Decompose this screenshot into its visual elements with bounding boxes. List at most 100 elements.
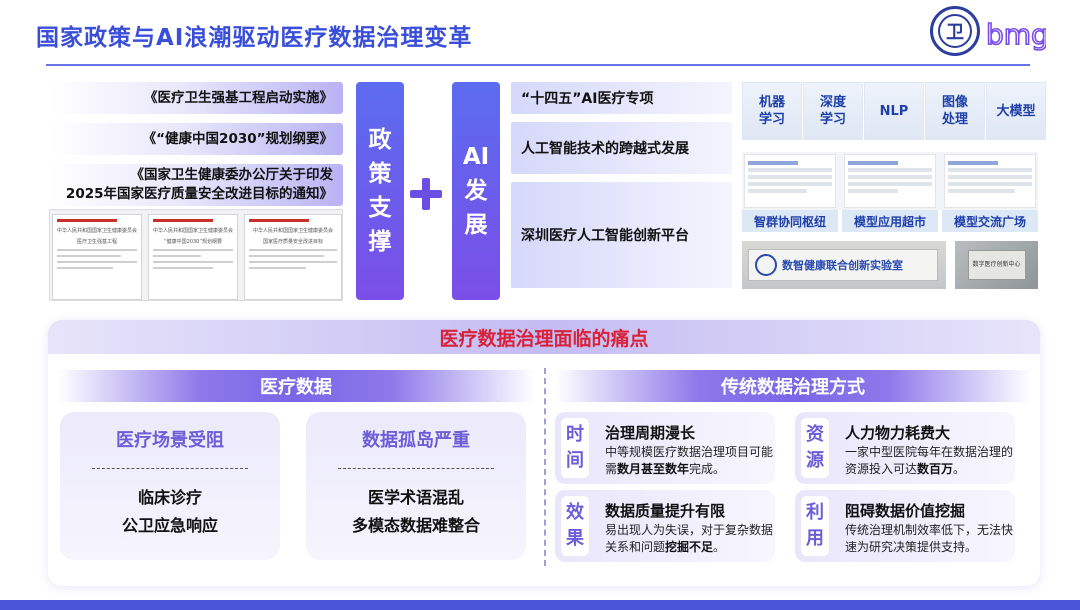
- traditional-item-title: 数据质量提升有限: [605, 502, 726, 520]
- policy-support-bar: 政 策 支 撑: [356, 82, 404, 300]
- medical-data-heading: 医疗数据: [58, 370, 534, 402]
- seal-inner-mark: 卫: [938, 14, 972, 48]
- pain-card-data-silos: 数据孤岛严重 医学术语混乱 多模态数据难整合: [306, 412, 526, 560]
- desc-text: 传统治理机制效率低下，无法快速为研究决策提供支持。: [845, 523, 1014, 554]
- traditional-item-effect: 效 果 数据质量提升有限 易出现人为失误，对于复杂数据关系和问题挖掘不足。: [555, 490, 775, 562]
- traditional-item-label: 资 源: [801, 418, 829, 478]
- document-red-header: [57, 219, 117, 222]
- tech-tile-image-processing: 图像处理: [925, 82, 985, 140]
- tech-tile-line: 大模型: [996, 103, 1036, 119]
- traditional-item-desc: 传统治理机制效率低下，无法快速为研究决策提供支持。: [845, 522, 1013, 556]
- screenshot-row: [748, 189, 807, 193]
- document-red-header: [249, 219, 309, 222]
- label-char: 源: [806, 450, 824, 471]
- footer-accent-bar: [0, 600, 1080, 610]
- tech-tile-line: 机器: [758, 95, 785, 110]
- page-title: 国家政策与AI浪潮驱动医疗数据治理变革: [36, 25, 473, 51]
- policy-bar-char-2: 策: [368, 161, 392, 187]
- tech-tile-line: 深度: [819, 95, 846, 110]
- plus-icon: [410, 178, 442, 210]
- policy-document-1: 中华人民共和国国家卫生健康委员会 医疗卫生强基工程: [52, 214, 142, 300]
- document-text-line: [57, 267, 113, 269]
- tech-tile-nlp: NLP: [864, 82, 924, 140]
- desc-text: 一家中型医院每年在数据治理的资源投入可达: [845, 445, 1014, 476]
- tech-tile-large-model: 大模型: [986, 82, 1046, 140]
- desc-emphasis: 数百万: [917, 462, 954, 476]
- label-char: 效: [566, 502, 584, 523]
- screenshot-row: [848, 182, 932, 186]
- pain-card-separator: [338, 468, 494, 469]
- desc-emphasis: 数月甚至数年: [617, 462, 690, 476]
- document-text-line: [57, 249, 137, 251]
- document-text-line: [249, 261, 337, 263]
- pain-card-line: 多模态数据难整合: [351, 516, 480, 535]
- policy-documents-strip: 中华人民共和国国家卫生健康委员会 医疗卫生强基工程 中华人民共和国国家卫生健康委…: [49, 209, 343, 301]
- desc-tail: 。: [953, 462, 966, 476]
- ai-bar-char-2: 发: [464, 178, 488, 204]
- traditional-governance-heading: 传统数据治理方式: [555, 370, 1031, 402]
- desc-emphasis: 挖掘不足: [665, 540, 714, 554]
- screenshot-row: [948, 189, 1016, 193]
- center-plate-photo: 数字医疗创新中心: [955, 241, 1038, 289]
- policy-item-2: 《“健康中国2030”规划纲要》: [49, 123, 343, 155]
- document-header-text: 中华人民共和国国家卫生健康委员会: [57, 228, 138, 234]
- tech-tile-line: NLP: [879, 103, 909, 119]
- policy-item-1-line-1: 《医疗卫生强基工程启动实施》: [144, 89, 333, 106]
- document-text-line: [249, 267, 307, 269]
- ai-bar-char-3: 展: [464, 212, 488, 238]
- ai-item-3: 深圳医疗人工智能创新平台: [511, 182, 732, 288]
- tech-tile-line: 学习: [758, 112, 785, 127]
- document-text-line: [153, 255, 201, 257]
- screenshot-row: [848, 161, 899, 165]
- pain-card-line: 公卫应急响应: [121, 516, 218, 535]
- policy-item-2-line-1: 《“健康中国2030”规划纲要》: [142, 130, 333, 147]
- policy-document-3: 中华人民共和国国家卫生健康委员会 国家医疗质量安全改进目标: [244, 214, 342, 300]
- platform-screenshot-3: [944, 154, 1036, 208]
- label-char: 时: [566, 424, 584, 445]
- document-text-line: [153, 267, 213, 269]
- lab-seal-icon: [755, 254, 777, 276]
- section-divider: [544, 368, 546, 566]
- desc-text: 易出现人为失误，对于复杂数据关系和问题: [605, 523, 774, 554]
- screenshot-row: [948, 161, 999, 165]
- bmg-logo: bmg: [985, 17, 1046, 52]
- ai-development-bar: AI 发 展: [452, 82, 500, 300]
- traditional-item-desc: 中等规模医疗数据治理项目可能需数月甚至数年完成。: [605, 444, 773, 478]
- pain-card-title: 医疗场景受阻: [116, 430, 224, 451]
- document-text-line: [249, 249, 337, 251]
- traditional-item-title: 阻碍数据价值挖掘: [845, 502, 966, 520]
- traditional-item-resources: 资 源 人力物力耗费大 一家中型医院每年在数据治理的资源投入可达数百万。: [795, 412, 1015, 484]
- policy-item-3-line-1: 《国家卫生健康委办公厅关于印发: [130, 167, 334, 183]
- platform-label-3: 模型交流广场: [942, 210, 1038, 232]
- screenshot-row: [748, 161, 799, 165]
- lab-sign: 数智健康联合创新实验室: [748, 249, 938, 281]
- traditional-item-title: 治理周期漫长: [605, 424, 696, 442]
- screenshot-row: [848, 168, 932, 172]
- pain-card-separator: [92, 468, 248, 469]
- screenshot-row: [848, 175, 932, 179]
- platform-screenshot-1: [744, 154, 836, 208]
- pain-card-title: 数据孤岛严重: [362, 430, 470, 451]
- policy-item-3-line-2: 2025年国家医疗质量安全改进目标的通知》: [65, 186, 333, 202]
- traditional-item-title: 人力物力耗费大: [845, 424, 951, 442]
- document-red-header: [153, 219, 213, 222]
- policy-bar-char-4: 撑: [368, 229, 392, 255]
- traditional-item-desc: 易出现人为失误，对于复杂数据关系和问题挖掘不足。: [605, 522, 773, 556]
- tech-tile-machine-learning: 机器学习: [742, 82, 802, 140]
- platform-label-2: 模型应用超市: [842, 210, 938, 232]
- label-char: 利: [806, 502, 824, 523]
- ai-item-1: “十四五”AI医疗专项: [511, 82, 732, 114]
- tech-tile-deep-learning: 深度学习: [803, 82, 863, 140]
- desc-tail: 完成。: [689, 462, 726, 476]
- document-text-line: [249, 255, 324, 257]
- desc-text: 中等规模医疗数据治理项目可能需: [605, 445, 774, 476]
- header-divider: [46, 64, 1030, 66]
- screenshot-row: [848, 189, 899, 193]
- platform-screenshot-2: [844, 154, 936, 208]
- policy-document-2: 中华人民共和国国家卫生健康委员会 “健康中国2030”规划纲要: [148, 214, 238, 300]
- ai-bar-char-1: AI: [462, 144, 490, 170]
- desc-tail: 。: [713, 540, 726, 554]
- traditional-item-time: 时 间 治理周期漫长 中等规模医疗数据治理项目可能需数月甚至数年完成。: [555, 412, 775, 484]
- plus-icon-vertical: [422, 178, 430, 210]
- policy-bar-char-3: 支: [368, 195, 392, 221]
